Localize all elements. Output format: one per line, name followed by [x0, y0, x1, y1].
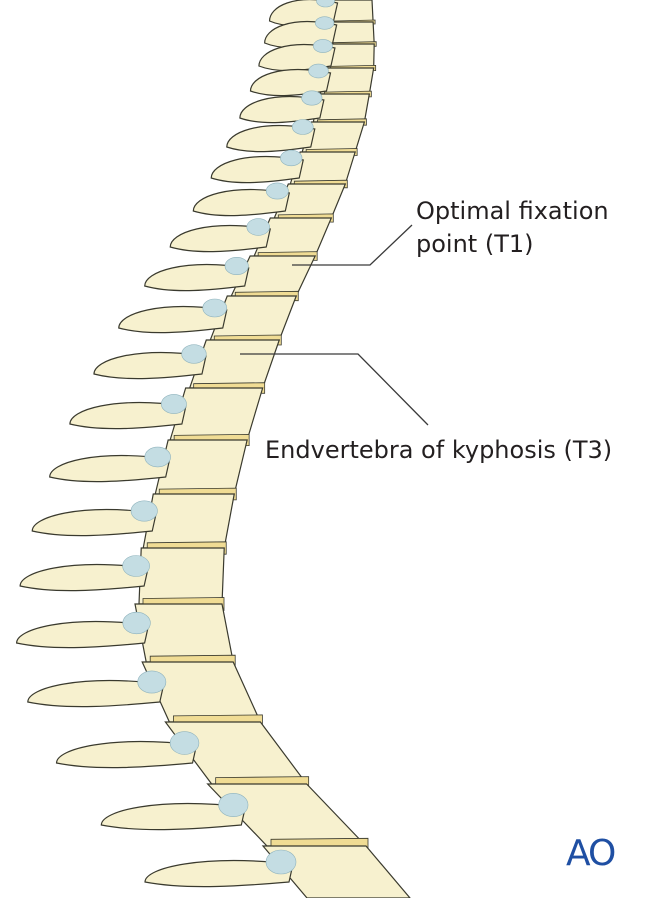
fixation-point-label-line1: Optimal fixation [416, 195, 609, 228]
facet-joint [225, 257, 248, 274]
facet-joint [219, 793, 248, 816]
facet-joint [161, 394, 186, 413]
facet-joint [145, 447, 171, 467]
fixation-point-label-line2: point (T1) [416, 228, 609, 261]
endvertebra-label: Endvertebra of kyphosis (T3) [265, 434, 612, 467]
facet-joint [182, 345, 207, 364]
facet-joint [138, 671, 166, 693]
facet-joint [302, 91, 322, 105]
facet-joint [170, 732, 199, 755]
vertebral-body [155, 440, 247, 494]
vertebral-body [139, 548, 224, 604]
facet-joint [203, 299, 227, 317]
facet-joint [313, 39, 332, 52]
facet-joint [266, 183, 288, 199]
facet-joint [292, 120, 313, 135]
vertebral-body [143, 494, 234, 548]
facet-joint [266, 850, 296, 874]
fixation-point-label: Optimal fixation point (T1) [416, 195, 609, 261]
facet-joint [131, 501, 157, 521]
ao-foundation-logo: AO [566, 834, 614, 874]
facet-joint [123, 556, 150, 577]
ao-logo-text: AO [566, 833, 614, 874]
facet-joint [309, 64, 329, 78]
facet-joint [280, 150, 302, 166]
facet-joint [123, 612, 151, 634]
facet-joint [315, 17, 334, 30]
vertebral-body [135, 604, 233, 662]
facet-joint [247, 219, 270, 236]
